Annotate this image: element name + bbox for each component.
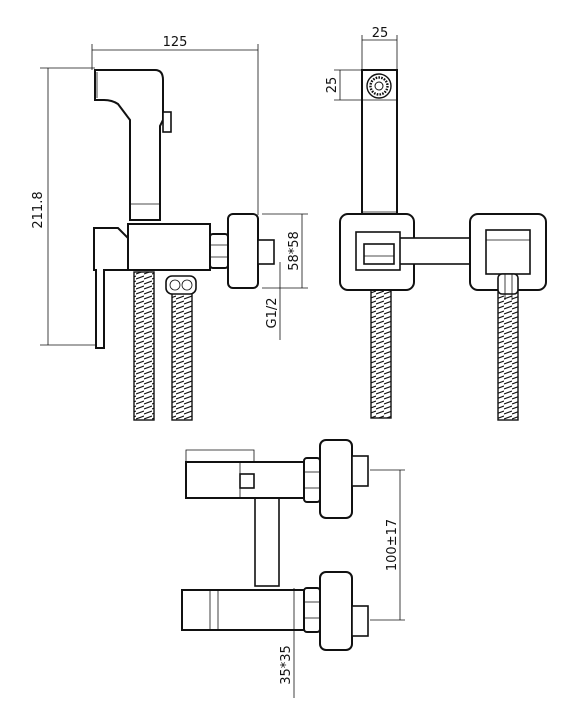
front-holder-inner <box>363 243 395 265</box>
top-upper-flange <box>319 439 353 519</box>
hose-front-right <box>497 279 519 421</box>
label-body-size: 58*58 <box>287 231 302 271</box>
label-center-distance: 100±17 <box>385 519 400 571</box>
top-view: 100±17 35*35 <box>181 439 405 698</box>
front-hose-connector <box>497 273 519 295</box>
hex-nut <box>209 233 229 269</box>
thread-stub <box>257 239 275 265</box>
top-lower-nut <box>303 587 321 633</box>
front-valve-body <box>485 229 531 275</box>
dim-overall-height: 211.8 <box>31 67 100 346</box>
sprayer-head <box>94 69 164 221</box>
dim-body-size: 58*58 <box>262 213 308 289</box>
lever-handle <box>93 227 129 349</box>
side-view: 125 211.8 <box>31 35 308 421</box>
label-overall-height: 211.8 <box>31 191 46 228</box>
trigger-button <box>162 111 172 133</box>
label-overall-width: 125 <box>163 35 188 50</box>
wall-flange <box>227 213 259 289</box>
top-upper-nut <box>303 457 321 503</box>
hose-right <box>171 291 193 421</box>
label-head-width: 25 <box>372 26 389 41</box>
top-lower-thread <box>351 605 369 637</box>
top-lower-body <box>181 589 305 631</box>
top-lower-flange <box>319 571 353 651</box>
dim-thread: G1/2 <box>265 262 281 340</box>
holder-body <box>127 223 211 271</box>
dim-head-height: 25 <box>325 69 362 101</box>
dim-stem-size: 35*35 <box>279 588 295 698</box>
label-thread: G1/2 <box>265 298 280 329</box>
label-head-height: 25 <box>325 77 340 94</box>
front-view: 25 25 <box>325 26 547 421</box>
hose-connector <box>165 275 197 295</box>
top-upper-button <box>239 473 255 489</box>
hose-left <box>133 271 155 421</box>
top-upper-thread <box>351 455 369 487</box>
label-stem-size: 35*35 <box>279 645 294 685</box>
top-stem <box>254 495 280 587</box>
dim-head-width: 25 <box>361 26 398 70</box>
dim-overall-width: 125 <box>91 35 259 215</box>
dim-center-distance: 100±17 <box>370 469 405 621</box>
